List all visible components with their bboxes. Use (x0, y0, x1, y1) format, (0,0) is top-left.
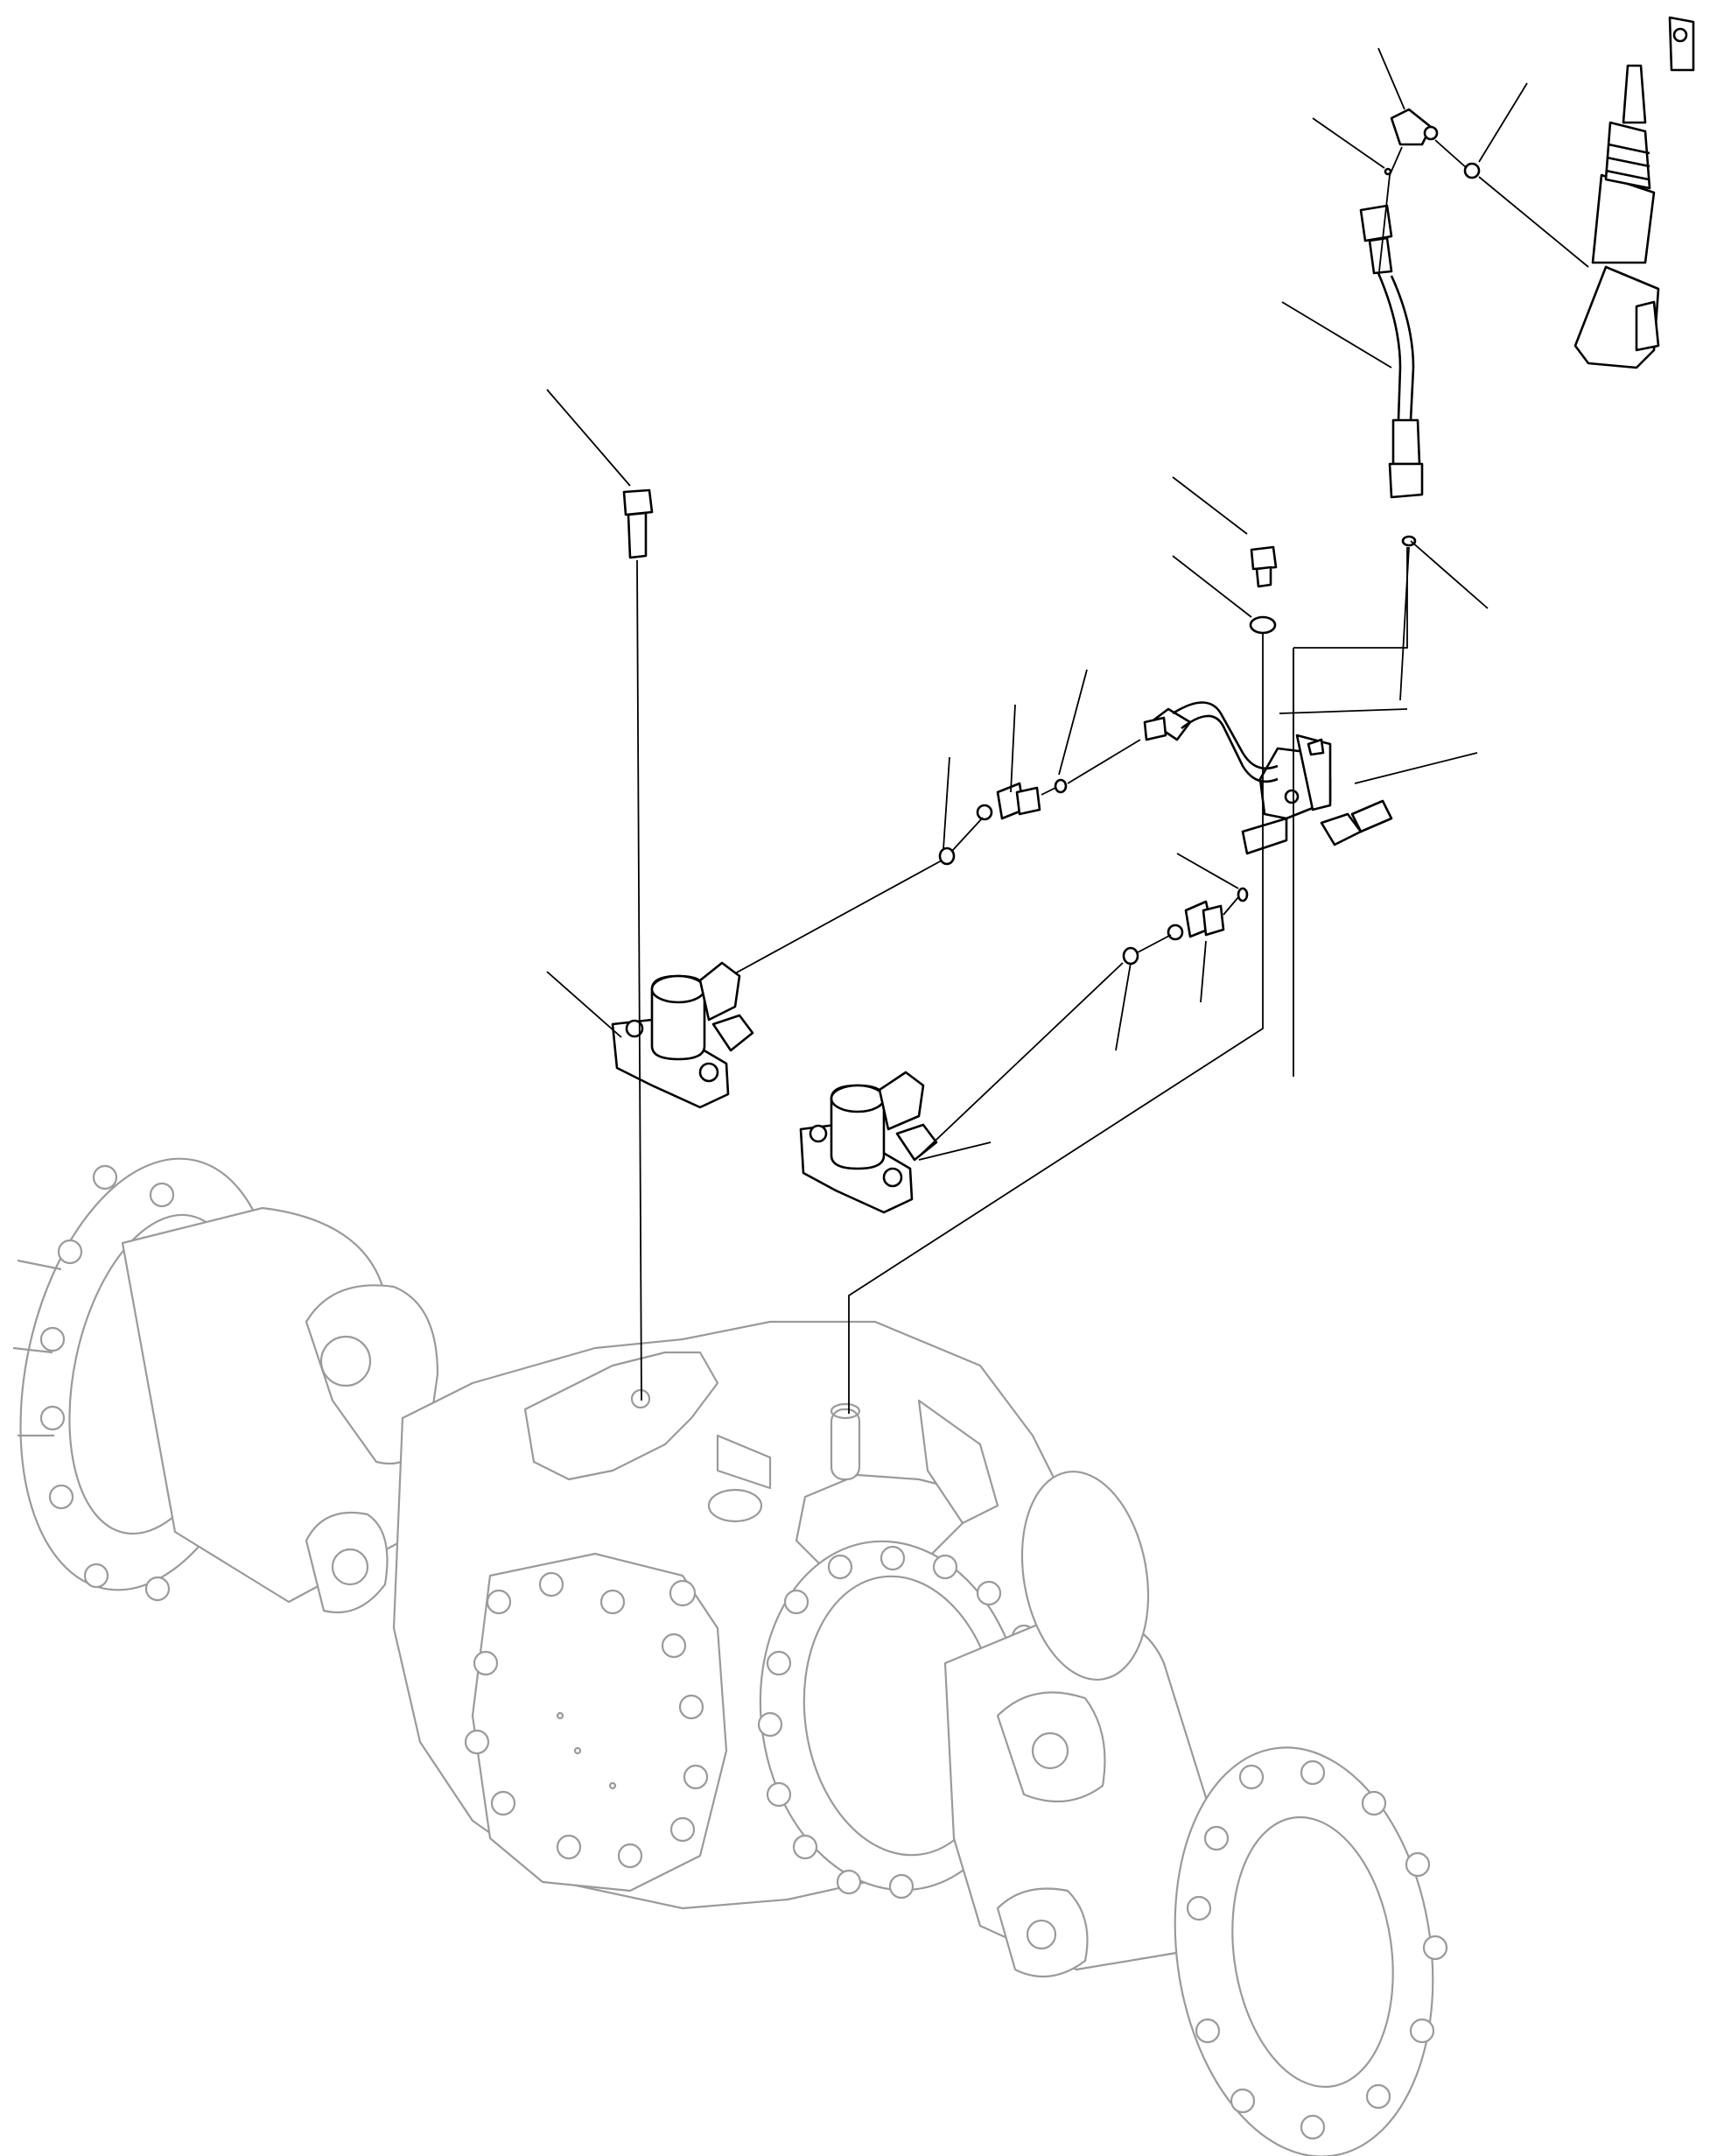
assembly-lines (636, 139, 1589, 1414)
bolt-right (1250, 545, 1278, 588)
o-ring-lower-right (1237, 887, 1249, 902)
washer (1249, 615, 1277, 635)
right-flange-bolts (1186, 1759, 1448, 2140)
tee-junction-block (1143, 701, 1393, 855)
brake-hose-assembly (1359, 108, 1481, 547)
brake-valve-lower (799, 1071, 938, 1214)
o-ring-lower-left (1122, 946, 1139, 966)
fitting-upper (976, 782, 1041, 821)
axle-housing (12, 1157, 1448, 2156)
fitting-lower (1167, 900, 1225, 941)
brake-valve-upper (611, 961, 754, 1109)
o-ring-upper (1054, 778, 1068, 794)
brake-master-cylinder (1573, 16, 1695, 369)
o-ring-left (938, 846, 956, 866)
cover-bolts (464, 1571, 709, 1869)
leader-lines (546, 47, 1528, 1161)
bolt-left (622, 488, 654, 559)
